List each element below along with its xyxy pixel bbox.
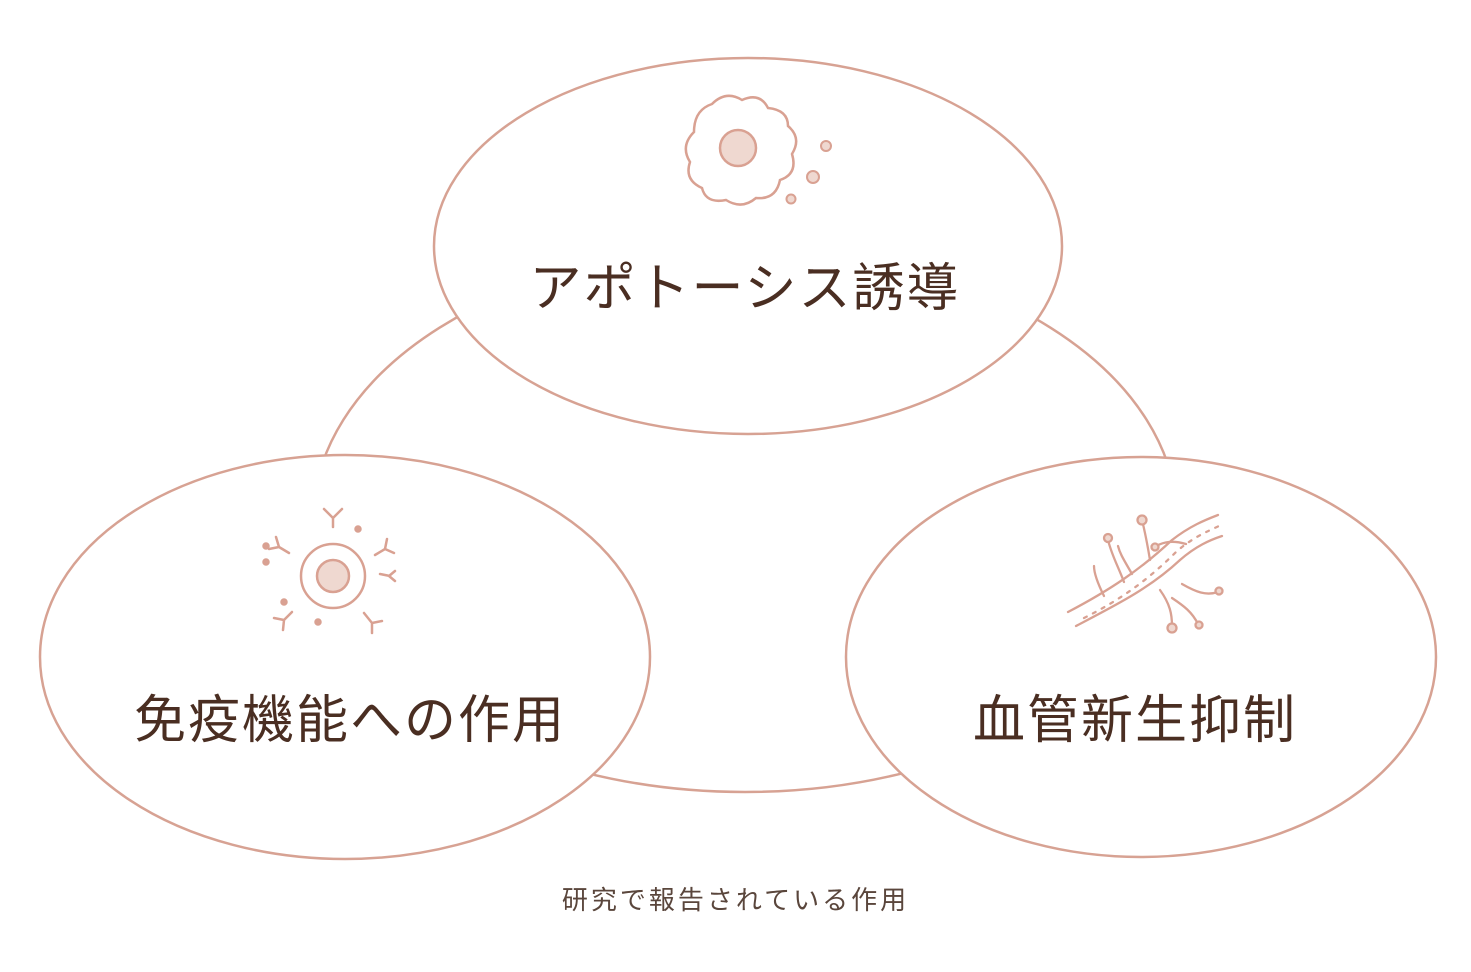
angiogenesis-label: 血管新生抑制	[972, 691, 1297, 751]
immune-cell-antibody-icon	[262, 507, 397, 635]
angiogenesis-bubble	[844, 455, 1438, 859]
apoptotic-cell-icon	[684, 94, 832, 206]
apoptosis-bubble	[432, 56, 1064, 436]
blood-vessel-icon	[1066, 513, 1224, 634]
immune-label: 免疫機能への作用	[133, 691, 566, 751]
apoptosis-label: アポトーシス誘導	[529, 259, 961, 319]
diagram-caption: 研究で報告されている作用	[561, 886, 910, 916]
immune-bubble	[38, 453, 652, 861]
